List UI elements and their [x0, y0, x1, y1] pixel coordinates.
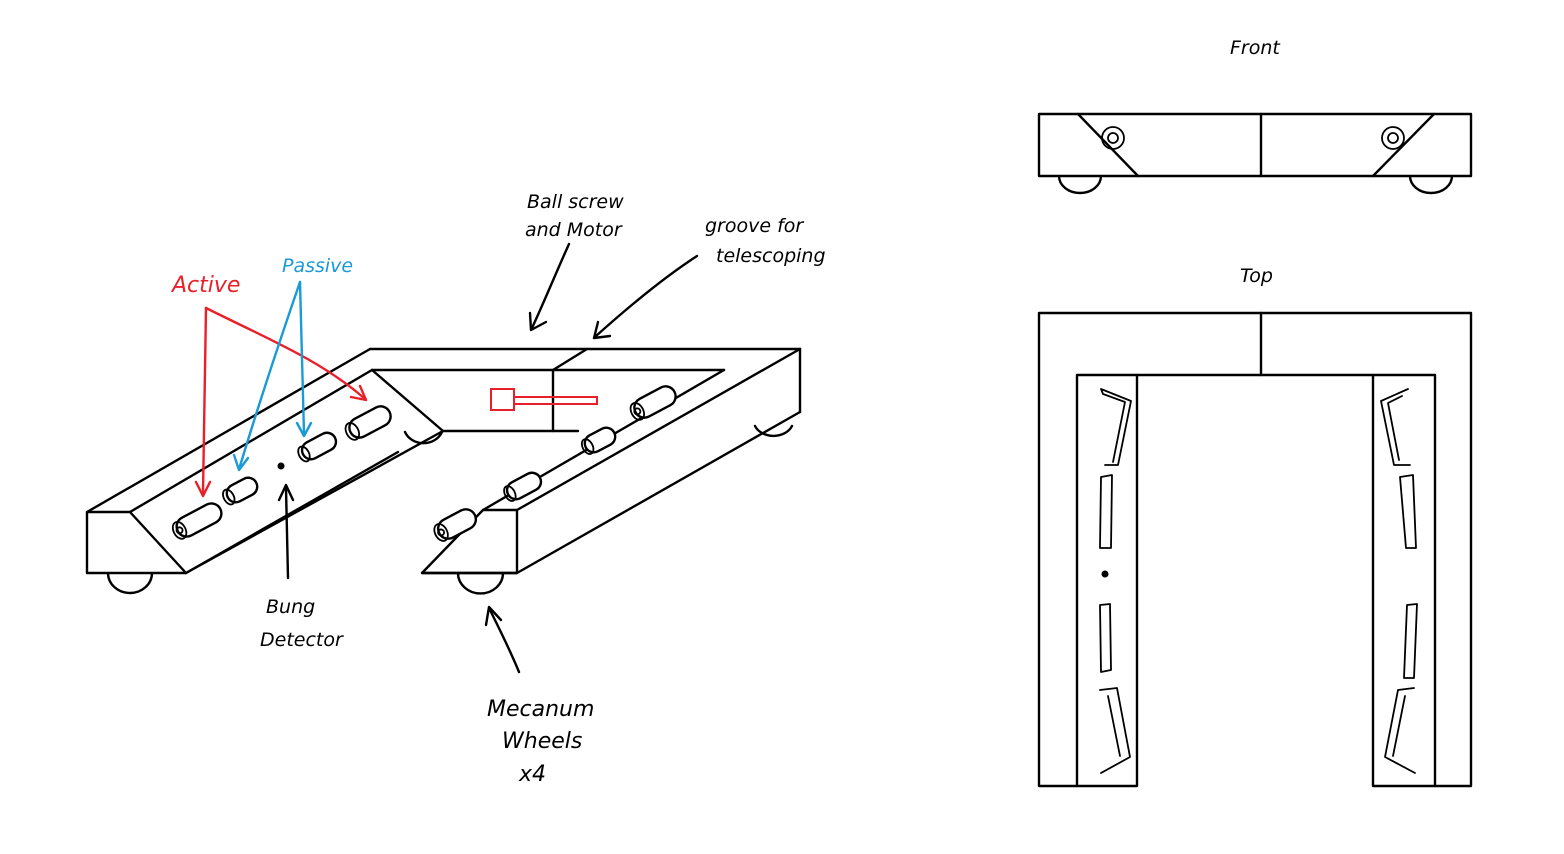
active-arrow-2 [204, 306, 366, 400]
mecanum-label-line2: Wheels [502, 729, 582, 754]
back-bar [368, 347, 802, 433]
wheel-front-left [106, 571, 154, 595]
front-wheel-left [1057, 174, 1103, 195]
groove-annotation: groove for telescoping [592, 215, 826, 340]
front-left-chamfer [1076, 112, 1140, 178]
active-arrow-1 [201, 306, 208, 495]
left-arm-rollers [171, 405, 392, 540]
top-left-roller-4 [1099, 687, 1131, 774]
passive-annotation: Passive [232, 255, 353, 472]
wheel-back-right [753, 424, 794, 438]
top-right-groove [1371, 373, 1437, 788]
front-roller-left [1101, 126, 1125, 150]
left-arm [85, 347, 445, 575]
front-right-chamfer [1371, 112, 1436, 178]
mecanum-annotation: Mecanum Wheels x4 [484, 605, 594, 787]
top-right-roller-4 [1384, 687, 1416, 774]
right-roller-1 [433, 508, 478, 542]
wheel-front-right [456, 571, 505, 595]
groove-arrow-head [592, 320, 612, 340]
active-arrow-2-head [349, 384, 368, 402]
top-view: Top [1037, 265, 1473, 788]
passive-roller-1 [222, 476, 259, 506]
isometric-view: Active Passive Ball screw and Motor groo… [85, 191, 826, 787]
top-right-roller-3 [1403, 603, 1418, 679]
bung-label-line2: Detector [260, 629, 344, 651]
right-arm-outer-top [515, 347, 802, 512]
active-label: Active [170, 273, 240, 298]
left-arm-inner-face [184, 429, 445, 575]
right-arm [420, 347, 802, 575]
ball-screw-label-line2: and Motor [525, 219, 623, 241]
front-view-title: Front [1230, 37, 1281, 59]
top-right-roller-2 [1399, 474, 1417, 549]
left-arm-outer-top [85, 347, 372, 514]
ball-screw-annotation: Ball screw and Motor [525, 191, 624, 332]
passive-arrow-2-head [295, 421, 313, 438]
telescoping-split-line [551, 347, 589, 433]
right-roller-3 [580, 426, 617, 455]
top-bung-detector [1101, 570, 1109, 578]
active-roller-2 [344, 405, 392, 441]
passive-arrow-1 [238, 280, 302, 468]
top-right-roller-1 [1380, 388, 1411, 466]
bung-arrow [284, 486, 290, 580]
front-frame [1037, 112, 1473, 178]
right-roller-4 [629, 385, 677, 421]
left-arm-groove-edge [128, 368, 374, 514]
active-arrow-1-head [194, 480, 212, 498]
left-arm-groove-side [370, 368, 445, 433]
ball-screw-motor [490, 388, 598, 411]
passive-label: Passive [282, 255, 353, 277]
motor-box [490, 388, 515, 411]
mecanum-arrow-head [484, 605, 503, 627]
right-arm-rollers [433, 385, 677, 542]
bung-arrow-head [277, 483, 295, 502]
passive-roller-2 [297, 431, 338, 463]
top-left-roller-1 [1100, 388, 1132, 466]
ball-screw-label-line1: Ball screw [527, 191, 624, 213]
bung-label-line1: Bung [266, 596, 315, 618]
top-frame-outline [1037, 311, 1473, 788]
active-roller-1 [171, 502, 223, 540]
active-annotation: Active [170, 273, 368, 498]
right-arm-bottom [515, 410, 802, 575]
right-roller-2 [503, 471, 543, 502]
top-left-roller-2 [1099, 474, 1113, 549]
ball-screw-arrow [530, 242, 571, 330]
front-view: Front [1037, 37, 1473, 195]
bung-detector-sensor [277, 462, 285, 470]
top-view-title: Top [1240, 265, 1273, 287]
ball-screw-shaft [513, 396, 598, 405]
mecanum-label-line3: x4 [518, 762, 546, 787]
top-left-rollers [1099, 388, 1132, 774]
front-roller-right [1381, 126, 1405, 150]
groove-label-line2: telescoping [716, 245, 826, 267]
groove-arrow [594, 254, 699, 338]
left-arm-end-face [85, 510, 188, 575]
front-wheel-right [1408, 174, 1454, 195]
mecanum-arrow [488, 608, 521, 674]
top-left-roller-3 [1099, 603, 1112, 673]
groove-label-line1: groove for [705, 215, 804, 237]
mecanum-label-line1: Mecanum [487, 697, 594, 722]
top-right-rollers [1380, 388, 1418, 774]
mecanum-wheels [106, 424, 794, 595]
passive-arrow-2 [298, 280, 306, 436]
top-left-groove [1075, 373, 1139, 788]
bung-detector-annotation: Bung Detector [260, 483, 344, 651]
passive-arrow-1-head [232, 453, 250, 472]
ball-screw-arrow-head [528, 311, 548, 332]
